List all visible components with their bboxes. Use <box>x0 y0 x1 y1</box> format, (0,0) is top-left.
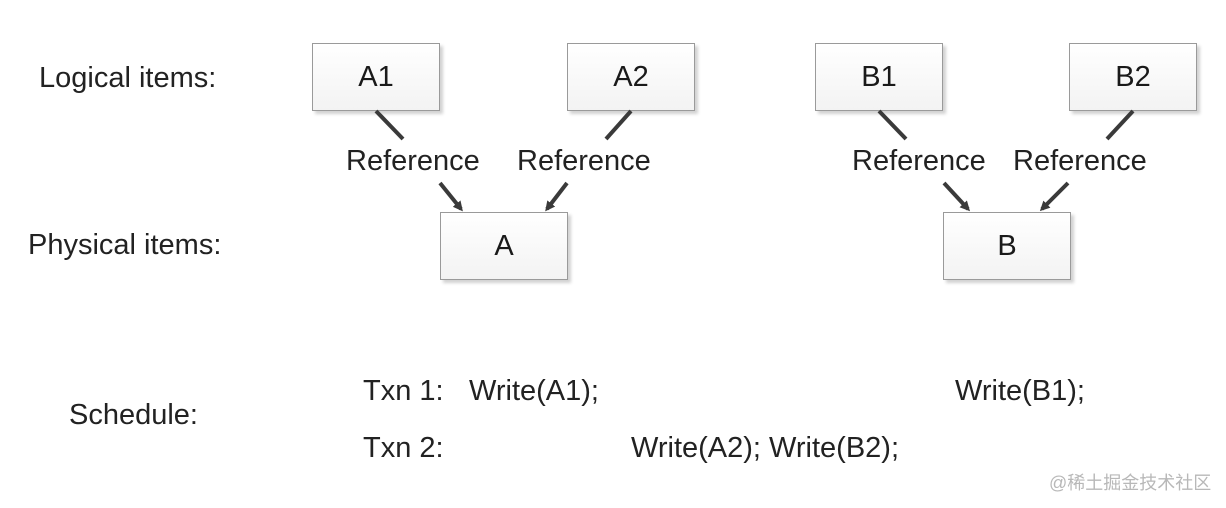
physical-item-b: B <box>943 212 1071 280</box>
arrow-a2-to-a-top <box>604 109 633 141</box>
txn1-write-a1: Write(A1); <box>469 375 599 407</box>
watermark-text: @稀土掘金技术社区 <box>1049 473 1212 493</box>
reference-label-b2: Reference <box>1013 145 1147 177</box>
logical-items-label: Logical items: <box>39 62 217 94</box>
logical-item-a2: A2 <box>567 43 695 111</box>
arrow-a1-to-a-top <box>374 109 405 141</box>
arrow-a2-to-a-bottom <box>545 181 569 212</box>
logical-item-a1: A1 <box>312 43 440 111</box>
txn1-write-b1: Write(B1); <box>955 375 1085 407</box>
txn2-label: Txn 2: <box>363 432 444 464</box>
arrow-b1-to-b-bottom <box>942 181 971 212</box>
arrow-b2-to-b-top <box>1105 109 1135 141</box>
arrow-b1-to-b-top <box>877 109 908 141</box>
arrow-b2-to-b-bottom <box>1039 181 1070 212</box>
physical-items-label: Physical items: <box>28 229 222 261</box>
physical-item-a: A <box>440 212 568 280</box>
logical-item-b2: B2 <box>1069 43 1197 111</box>
logical-item-b1: B1 <box>815 43 943 111</box>
arrow-a1-to-a-bottom <box>438 181 463 212</box>
reference-label-a1: Reference <box>346 145 480 177</box>
txn1-label: Txn 1: <box>363 375 444 407</box>
reference-label-b1: Reference <box>852 145 986 177</box>
txn2-writes: Write(A2); Write(B2); <box>631 432 900 464</box>
schedule-label: Schedule: <box>69 399 198 431</box>
reference-label-a2: Reference <box>517 145 651 177</box>
